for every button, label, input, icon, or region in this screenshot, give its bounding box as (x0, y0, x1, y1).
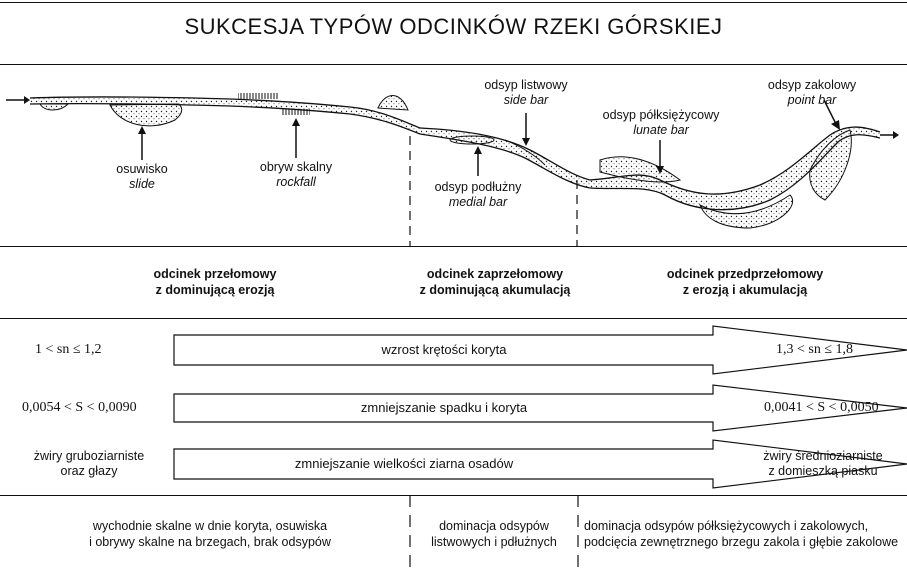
grain-right-line1: żwiry średnioziarniste (763, 449, 882, 463)
bottom-gorge: wychodnie skalne w dnie koryta, osuwiska… (40, 518, 380, 550)
label-medial-bar-en: medial bar (449, 195, 507, 209)
bottom-above-gorge-line1: dominacja odsypów półksiężycowych i zako… (584, 519, 868, 533)
bottom-below-gorge-line1: dominacja odsypów (439, 519, 549, 533)
label-lunate-bar-en: lunate bar (633, 123, 689, 137)
label-rockfall: obryw skalny rockfall (246, 160, 346, 190)
section-above-gorge: odcinek przedprzełomowy z erozją i akumu… (630, 266, 860, 298)
section-gorge-line2: z dominującą erozją (156, 283, 275, 297)
label-point-bar-pl: odsyp zakolowy (768, 78, 856, 92)
section-above-gorge-line2: z erozją i akumulacją (683, 283, 807, 297)
slope-left: 0,0054 < S < 0,0090 (22, 400, 137, 416)
section-above-gorge-line1: odcinek przedprzełomowy (667, 267, 823, 281)
label-rockfall-pl: obryw skalny (260, 160, 332, 174)
inflow-arrow (6, 96, 30, 104)
section-gorge: odcinek przełomowy z dominującą erozją (100, 266, 330, 298)
section-below-gorge-line2: z dominującą akumulacją (420, 283, 571, 297)
label-lunate-bar: odsyp półksiężycowy lunate bar (594, 108, 728, 138)
sinuosity-left: 1 < sn ≤ 1,2 (35, 342, 102, 358)
channel-meandering-reach (590, 127, 899, 228)
bottom-above-gorge-line2: podcięcia zewnętrznego brzegu zakola i g… (584, 535, 898, 549)
pointer-slide (138, 126, 146, 160)
grain-left: żwiry gruboziarniste oraz głazy (14, 449, 164, 479)
grain-right-line2: z domieszką piasku (768, 464, 877, 478)
pointer-rockfall (292, 118, 300, 158)
label-rockfall-en: rockfall (276, 175, 316, 189)
trend-label-grain: zmniejszanie wielkości ziarna osadów (174, 456, 634, 471)
section-gorge-line1: odcinek przełomowy (154, 267, 277, 281)
bottom-gorge-line2: i obrywy skalne na brzegach, brak odsypó… (89, 535, 331, 549)
channel-gorge-reach (30, 93, 420, 134)
grain-right: żwiry średnioziarniste z domieszką piask… (748, 449, 898, 479)
label-slide-en: slide (129, 177, 155, 191)
grain-left-line1: żwiry gruboziarniste (34, 449, 144, 463)
section-below-gorge-line1: odcinek zaprzełomowy (427, 267, 563, 281)
sinuosity-right: 1,3 < sn ≤ 1,8 (776, 342, 853, 358)
label-slide-pl: osuwisko (116, 162, 167, 176)
label-side-bar-en: side bar (504, 93, 548, 107)
label-medial-bar-pl: odsyp podłużny (435, 180, 522, 194)
trend-label-sinuosity: wzrost krętości koryta (174, 342, 714, 357)
channel-depositional-reach (420, 128, 590, 188)
grain-left-line2: oraz głazy (61, 464, 118, 478)
label-point-bar: odsyp zakolowy point bar (756, 78, 868, 108)
label-lunate-bar-pl: odsyp półksiężycowy (603, 108, 720, 122)
section-below-gorge: odcinek zaprzełomowy z dominującą akumul… (385, 266, 605, 298)
bottom-gorge-line1: wychodnie skalne w dnie koryta, osuwiska (93, 519, 327, 533)
label-point-bar-en: point bar (788, 93, 837, 107)
pointer-medial-bar (474, 146, 482, 176)
bottom-above-gorge: dominacja odsypów półksiężycowych i zako… (584, 518, 907, 550)
label-medial-bar: odsyp podłużny medial bar (425, 180, 531, 210)
bottom-below-gorge-line2: listwowych i pdłużnych (431, 535, 557, 549)
slope-right: 0,0041 < S < 0,0050 (764, 400, 879, 416)
label-side-bar-pl: odsyp listwowy (484, 78, 567, 92)
pointer-side-bar (522, 113, 530, 146)
label-slide: osuwisko slide (102, 162, 182, 192)
label-side-bar: odsyp listwowy side bar (474, 78, 578, 108)
trend-label-slope: zmniejszanie spadku i koryta (174, 400, 714, 415)
bottom-below-gorge: dominacja odsypów listwowych i pdłużnych (412, 518, 576, 550)
